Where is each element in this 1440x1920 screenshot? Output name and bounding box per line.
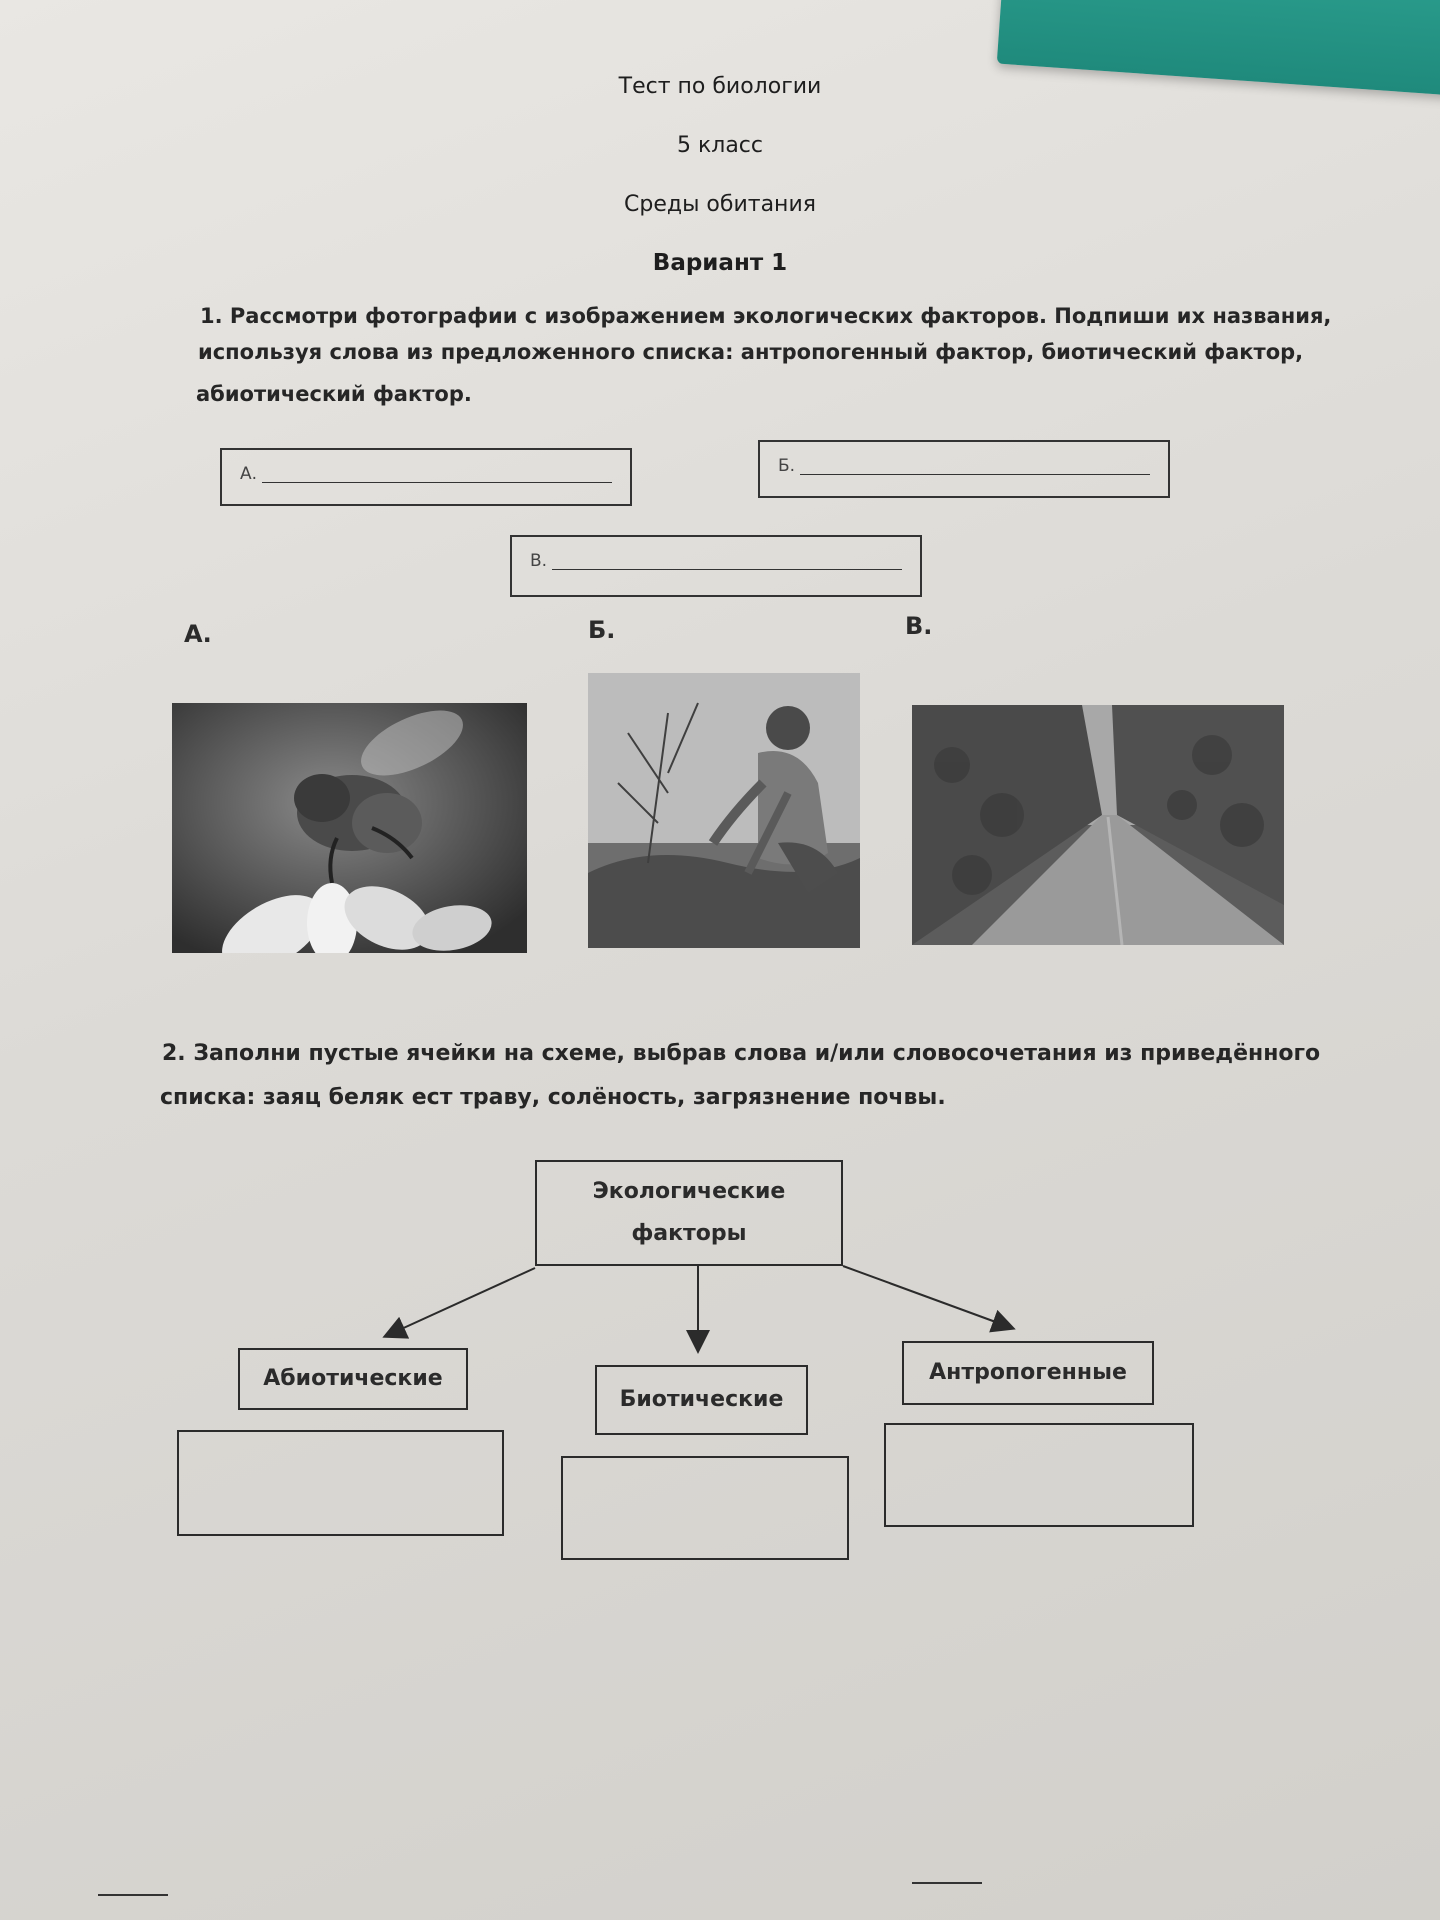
question1-line1: 1. Рассмотри фотографии с изображением э… — [200, 304, 1332, 328]
test-title: Тест по биологии — [618, 74, 822, 99]
question1-line3: абиотический фактор. — [196, 382, 472, 406]
diagram-root-line1: Экологические — [592, 1179, 786, 1204]
answer-cell-abiotic[interactable] — [177, 1430, 504, 1536]
bottom-left-mark — [98, 1894, 168, 1896]
photo-label-c: В. — [905, 612, 933, 640]
bottom-right-mark — [912, 1882, 982, 1884]
answer-box-b[interactable]: Б. — [758, 440, 1170, 498]
woman-planting-tree-photo — [588, 673, 860, 948]
answer-cell-anthropogenic[interactable] — [884, 1423, 1194, 1527]
photo-label-b: Б. — [588, 616, 616, 644]
answer-line-c[interactable] — [552, 569, 902, 570]
answer-box-b-label: Б. — [778, 456, 796, 476]
answer-box-c[interactable]: В. — [510, 535, 922, 597]
answer-cell-biotic[interactable] — [561, 1456, 849, 1560]
diagram-root-line2: факторы — [631, 1221, 747, 1246]
category-abiotic: Абиотические — [238, 1348, 468, 1410]
answer-box-a-label: А. — [240, 464, 258, 484]
topic-label: Среды обитания — [624, 192, 816, 217]
answer-line-b[interactable] — [800, 474, 1150, 475]
forest-road-photo — [912, 705, 1284, 945]
variant-label: Вариант 1 — [652, 250, 788, 276]
category-biotic: Биотические — [595, 1365, 808, 1435]
answer-box-a[interactable]: А. — [220, 448, 632, 506]
bee-on-flower-photo — [172, 703, 527, 953]
grade-label: 5 класс — [676, 133, 763, 158]
question1-line2: используя слова из предложенного списка:… — [198, 340, 1304, 364]
question2-line2: списка: заяц беляк ест траву, солёность,… — [160, 1085, 946, 1110]
photo-label-a: А. — [184, 620, 212, 648]
answer-line-a[interactable] — [262, 482, 612, 483]
answer-box-c-label: В. — [530, 551, 548, 571]
question2-line1: 2. Заполни пустые ячейки на схеме, выбра… — [162, 1041, 1321, 1066]
diagram-root-box: Экологические факторы — [535, 1160, 843, 1266]
category-anthropogenic: Антропогенные — [902, 1341, 1154, 1405]
